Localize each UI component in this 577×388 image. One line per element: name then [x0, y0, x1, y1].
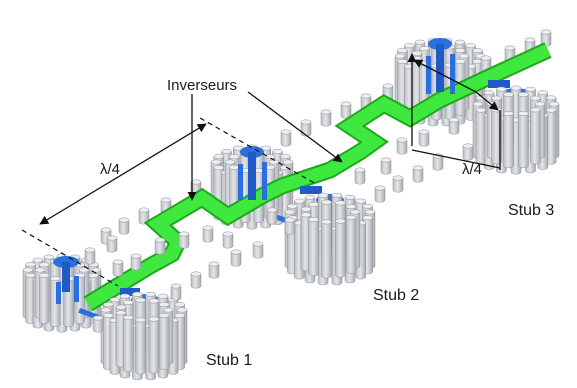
via-cylinder: [518, 111, 529, 168]
via-cylinder: [335, 218, 346, 278]
via-cylinder: [135, 317, 146, 375]
stub2-label: Stub 2: [373, 287, 419, 304]
via-cylinder: [380, 157, 392, 175]
via-cylinder: [106, 235, 118, 253]
via-cylinder: [112, 259, 124, 277]
via-cylinder: [178, 231, 190, 249]
quarter-wave-dimension-left: [39, 123, 207, 225]
via-cylinder: [320, 109, 332, 127]
via-cylinder: [222, 231, 234, 249]
via-cylinder: [252, 241, 264, 259]
via-cylinder: [462, 143, 474, 161]
inverter-leader-lines: [187, 91, 343, 201]
via-cylinder: [396, 137, 408, 155]
via-cylinder: [92, 315, 104, 333]
via-cylinder: [448, 117, 460, 135]
microstrip-line: [83, 42, 552, 312]
via-cylinder: [475, 107, 487, 165]
via-cylinder: [540, 29, 552, 47]
via-cylinder: [130, 253, 142, 271]
quarter-wave-right-label: λ/4: [462, 161, 482, 178]
via-cylinder: [284, 217, 296, 235]
via-cylinder: [412, 165, 424, 183]
via-cylinder: [230, 249, 242, 267]
quarter-wave-left-label: λ/4: [100, 161, 120, 178]
via-cylinder: [38, 272, 50, 324]
via-cylinder: [208, 261, 220, 279]
via-cylinder: [300, 119, 312, 137]
via-cylinder: [148, 316, 160, 374]
via-cylinder: [308, 217, 319, 276]
via-cylinder: [154, 237, 166, 255]
via-cylinder: [118, 217, 130, 235]
via-cylinder: [280, 129, 292, 147]
stub1-label: Stub 1: [206, 352, 252, 369]
via-cylinder: [170, 283, 182, 301]
via-cylinder: [345, 214, 357, 274]
via-cylinder: [123, 315, 134, 372]
via-cylinder: [418, 129, 430, 147]
via-cylinder: [503, 111, 514, 168]
via-cylinder: [374, 185, 386, 203]
quarter-wave-dimension-right: [407, 53, 501, 170]
via-cylinder: [545, 107, 557, 165]
via-cylinder: [354, 167, 366, 185]
via-cylinder: [158, 312, 170, 370]
reference-dashed-lines: [21, 117, 317, 287]
via-cylinders-front: [84, 85, 560, 381]
via-cylinder: [340, 101, 352, 119]
via-cylinder: [321, 219, 332, 279]
via-cylinder: [84, 247, 96, 265]
stub3-label: Stub 3: [508, 202, 554, 219]
via-cylinder: [266, 207, 278, 225]
inverters-label: Inverseurs: [167, 77, 237, 94]
via-cylinder: [530, 107, 541, 165]
via-cylinder: [392, 175, 404, 193]
via-cylinder: [202, 225, 214, 243]
via-cylinder: [190, 271, 202, 289]
